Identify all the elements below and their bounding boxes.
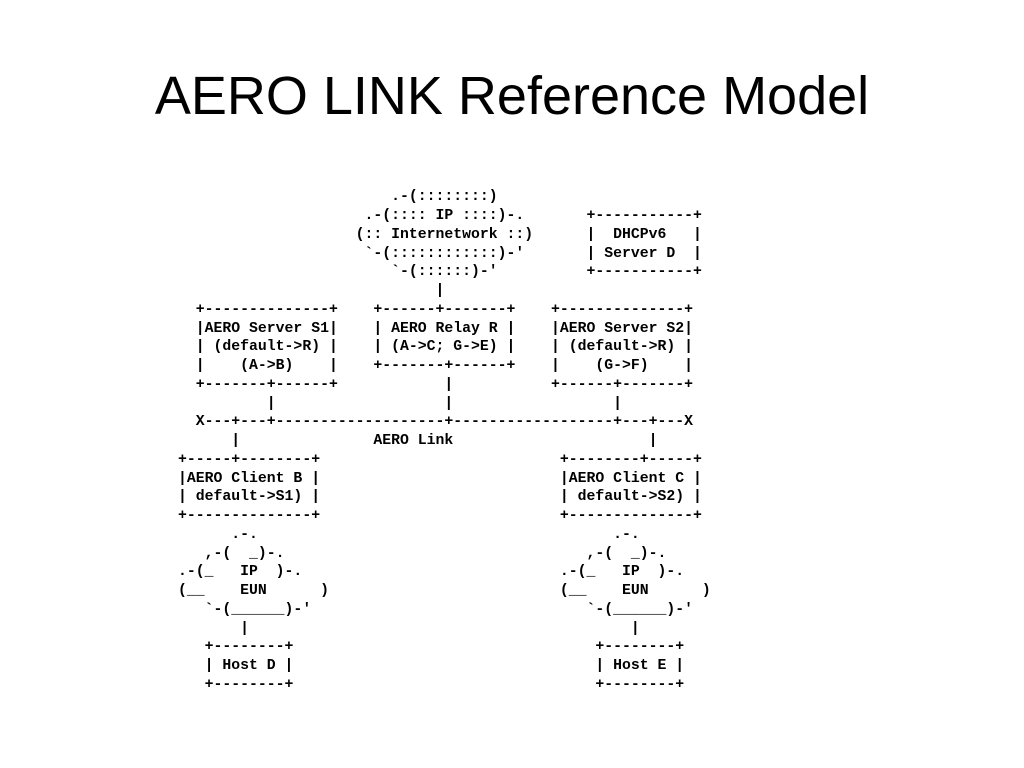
diagram-line: (__ EUN ) (__ EUN ) bbox=[178, 583, 711, 599]
diagram-line: | (default->R) | | (A->C; G->E) | | (def… bbox=[178, 339, 694, 355]
diagram-line: | | | bbox=[178, 396, 622, 412]
diagram-line: |AERO Client B | |AERO Client C | bbox=[178, 471, 702, 487]
diagram-line: +-------+------+ | +------+-------+ bbox=[178, 377, 694, 393]
diagram-line: +-----+--------+ +--------+-----+ bbox=[178, 452, 702, 468]
diagram-line: |AERO Server S1| | AERO Relay R | |AERO … bbox=[178, 321, 694, 337]
diagram-line: .-(::::::::) bbox=[178, 189, 498, 205]
diagram-line: | | bbox=[178, 621, 640, 637]
diagram-line: .-(_ IP )-. .-(_ IP )-. bbox=[178, 564, 685, 580]
diagram-line: ,-( _)-. ,-( _)-. bbox=[178, 546, 667, 562]
diagram-line: .-(:::: IP ::::)-. +-----------+ bbox=[178, 208, 702, 224]
diagram-line: +--------------+ +------+-------+ +-----… bbox=[178, 302, 694, 318]
diagram-line: +--------+ +--------+ bbox=[178, 677, 685, 693]
diagram-line: | AERO Link | bbox=[178, 433, 658, 449]
diagram-line: `-(______)-' `-(______)-' bbox=[178, 602, 694, 618]
diagram-line: | default->S1) | | default->S2) | bbox=[178, 489, 702, 505]
diagram-line: +--------------+ +--------------+ bbox=[178, 508, 702, 524]
diagram-line: | (A->B) | +-------+------+ | (G->F) | bbox=[178, 358, 694, 374]
diagram-line: `-(::::::::::::)-' | Server D | bbox=[178, 246, 702, 262]
diagram-line: | bbox=[178, 283, 445, 299]
diagram-line: (:: Internetwork ::) | DHCPv6 | bbox=[178, 227, 702, 243]
slide-title: AERO LINK Reference Model bbox=[154, 66, 870, 126]
diagram-line: `-(::::::)-' +-----------+ bbox=[178, 264, 702, 280]
diagram-line: | Host D | | Host E | bbox=[178, 658, 685, 674]
diagram-line: .-. .-. bbox=[178, 527, 640, 543]
diagram-line: +--------+ +--------+ bbox=[178, 639, 685, 655]
diagram-line: X---+---+-------------------+-----------… bbox=[178, 414, 694, 430]
